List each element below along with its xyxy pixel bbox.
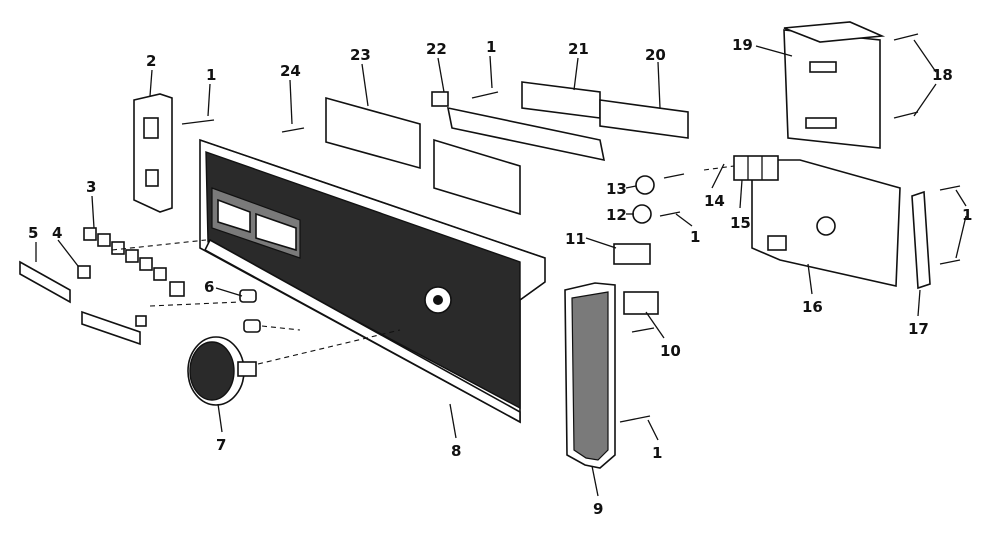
callout-19: 19 (732, 36, 753, 54)
callout-10: 10 (660, 342, 681, 360)
callout-4: 4 (52, 224, 62, 242)
callout-20: 20 (645, 46, 666, 64)
connectors (521, 81, 689, 139)
terminal-block (733, 155, 779, 181)
callout-1-right: 1 (962, 206, 972, 224)
bracket-22 (431, 91, 606, 162)
trim-cap (564, 282, 616, 469)
callout-17: 17 (908, 320, 929, 338)
callout-15: 15 (730, 214, 751, 232)
screws (181, 33, 961, 423)
callout-22: 22 (426, 40, 447, 58)
guide-lines (111, 165, 735, 365)
end-bracket (133, 93, 173, 213)
mounting-plates (325, 96, 521, 216)
callout-3: 3 (86, 178, 96, 196)
callout-labels: 19 18 20 21 22 1 23 24 2 1 3 4 5 6 7 8 9… (28, 36, 972, 518)
timer (751, 159, 901, 287)
pins (239, 289, 261, 333)
button-strips (19, 260, 147, 346)
callout-21: 21 (568, 40, 589, 58)
leader-lines (35, 39, 967, 497)
switch-cam-group (613, 175, 659, 315)
callout-1-left: 1 (206, 66, 216, 84)
callout-18: 18 (932, 66, 953, 84)
callout-13: 13 (606, 180, 627, 198)
cover (783, 21, 886, 149)
callout-16: 16 (802, 298, 823, 316)
callout-1-top: 1 (486, 38, 496, 56)
bracket-17 (911, 190, 931, 290)
callout-9: 9 (593, 500, 603, 518)
callout-8: 8 (451, 442, 461, 460)
callout-5: 5 (28, 224, 38, 242)
callout-1-mid: 1 (690, 228, 700, 246)
console-panel (199, 138, 546, 424)
callout-6: 6 (204, 278, 214, 296)
callout-1-bottom: 1 (652, 444, 662, 462)
knob (187, 336, 257, 406)
callout-2: 2 (146, 52, 156, 70)
callout-14: 14 (704, 192, 725, 210)
callout-24: 24 (280, 62, 301, 80)
callout-11: 11 (565, 230, 586, 248)
callout-12: 12 (606, 206, 627, 224)
callout-23: 23 (350, 46, 371, 64)
buttons (83, 227, 185, 297)
callout-7: 7 (216, 436, 226, 454)
